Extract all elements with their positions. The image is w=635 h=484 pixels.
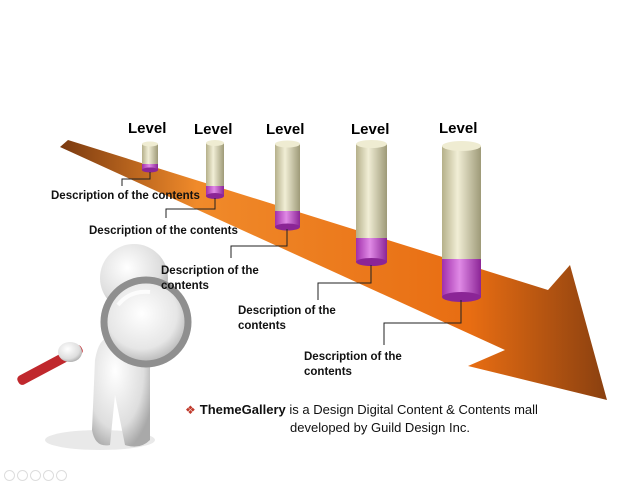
- diamond-bullet-icon: ❖: [185, 403, 196, 417]
- description-4: Description of the contents: [238, 305, 336, 332]
- slideshow-controls[interactable]: [4, 470, 67, 481]
- level-cylinder-5: [442, 141, 481, 302]
- level-cylinder-2: [206, 140, 224, 199]
- leader-line-2: [165, 198, 216, 218]
- level-label-1: Level: [128, 120, 166, 137]
- description-1: Description of the contents: [51, 190, 200, 202]
- pen-icon[interactable]: [17, 470, 28, 481]
- description-2: Description of the contents: [89, 225, 238, 237]
- level-cylinder-4: [356, 140, 387, 266]
- leader-line-1: [121, 172, 151, 186]
- next-slide-icon[interactable]: [56, 470, 67, 481]
- zoom-icon[interactable]: [43, 470, 54, 481]
- magnifier-figure: [17, 244, 192, 450]
- description-5: Description of the contents: [304, 351, 402, 378]
- brand-name: ThemeGallery: [199, 402, 286, 417]
- footer-line-1: is a Design Digital Content & Contents m…: [285, 402, 538, 417]
- leader-line-4: [317, 265, 372, 300]
- leader-line-3: [230, 229, 288, 258]
- description-3: Description of the contents: [161, 265, 259, 292]
- level-label-2: Level: [194, 121, 232, 138]
- level-label-3: Level: [266, 121, 304, 138]
- trend-arrow: [60, 140, 607, 400]
- footer-note: ❖ThemeGallery is a Design Digital Conten…: [185, 401, 605, 437]
- leader-line-5: [383, 300, 462, 345]
- level-cylinder-3: [275, 140, 300, 231]
- footer-line-2: developed by Guild Design Inc.: [290, 420, 470, 435]
- prev-slide-icon[interactable]: [4, 470, 15, 481]
- level-label-5: Level: [439, 120, 477, 137]
- menu-icon[interactable]: [30, 470, 41, 481]
- level-cylinder-1: [142, 141, 158, 173]
- level-label-4: Level: [351, 121, 389, 138]
